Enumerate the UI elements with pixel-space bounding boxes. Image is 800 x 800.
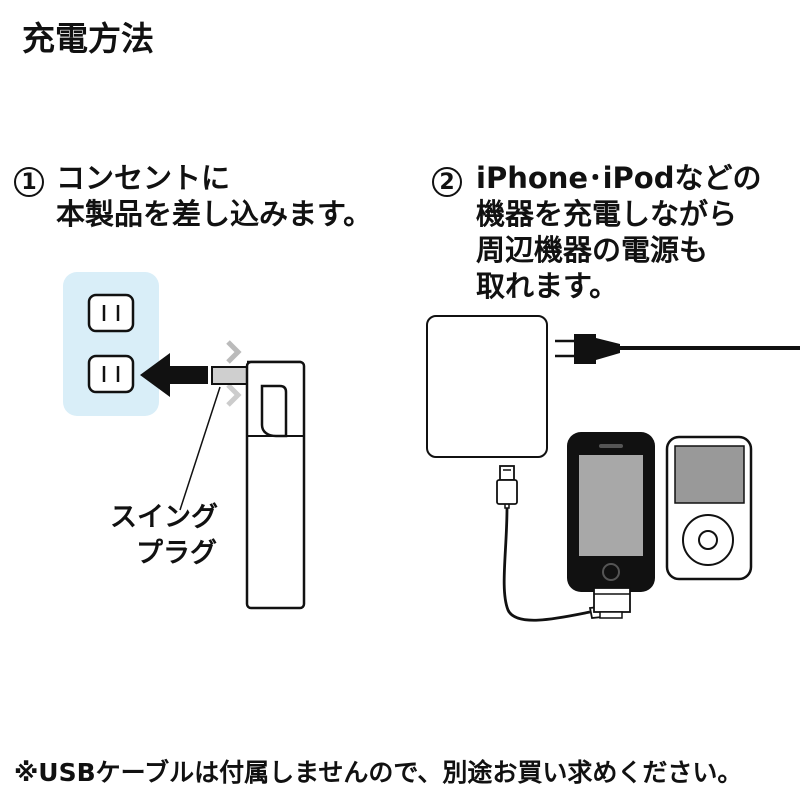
power-cord-icon bbox=[555, 334, 800, 364]
power-plug-head bbox=[574, 334, 596, 364]
step-1-text: コンセントに 本製品を差し込みます。 bbox=[56, 160, 372, 232]
step-2-line-3: 周辺機器の電源も bbox=[476, 233, 709, 267]
usb-connector-tip bbox=[499, 465, 515, 481]
step-1-line-1: コンセントに bbox=[56, 161, 231, 195]
iphone-icon bbox=[567, 432, 655, 619]
dock-connector bbox=[593, 587, 631, 613]
step-2-number: 2 bbox=[432, 167, 462, 197]
step-2-text: iPhone･iPodなどの 機器を充電しながら 周辺機器の電源も 取れます。 bbox=[476, 160, 761, 304]
page-title: 充電方法 bbox=[22, 19, 154, 58]
swing-plug-label: スイング プラグ bbox=[110, 500, 218, 572]
adapter-side-view bbox=[211, 360, 306, 610]
ipod-icon bbox=[665, 435, 753, 581]
wall-outlet-illustration bbox=[63, 272, 159, 416]
ipod-screen bbox=[674, 445, 745, 504]
ipod-center-button bbox=[698, 530, 718, 550]
step-2-line-4: 取れます。 bbox=[476, 269, 619, 303]
swing-plug-rotation-icon bbox=[226, 340, 242, 407]
adapter-front-view bbox=[426, 315, 548, 458]
swing-plug-label-line-1: スイング bbox=[110, 502, 218, 533]
adapter-front bbox=[426, 315, 548, 458]
step-2-line-1: iPhone･iPodなどの bbox=[476, 161, 762, 195]
outlet-socket-bottom bbox=[87, 354, 135, 394]
insert-arrow-icon bbox=[140, 353, 208, 397]
step-1-number: 1 bbox=[14, 167, 44, 197]
outlet-plate bbox=[63, 272, 159, 416]
usb-cable bbox=[502, 507, 591, 622]
plug-leader-line bbox=[179, 386, 221, 511]
footnote: ※USBケーブルは付属しませんので、別途お買い求めください。 bbox=[14, 758, 743, 787]
iphone-screen bbox=[579, 455, 643, 556]
step-2-line-2: 機器を充電しながら bbox=[476, 197, 738, 231]
swing-plug-label-line-2: プラグ bbox=[136, 538, 217, 569]
outlet-socket-top bbox=[87, 293, 135, 333]
usb-connector-body bbox=[496, 479, 518, 505]
iphone-home-button bbox=[602, 563, 620, 581]
step-1-line-2: 本製品を差し込みます。 bbox=[56, 197, 373, 231]
